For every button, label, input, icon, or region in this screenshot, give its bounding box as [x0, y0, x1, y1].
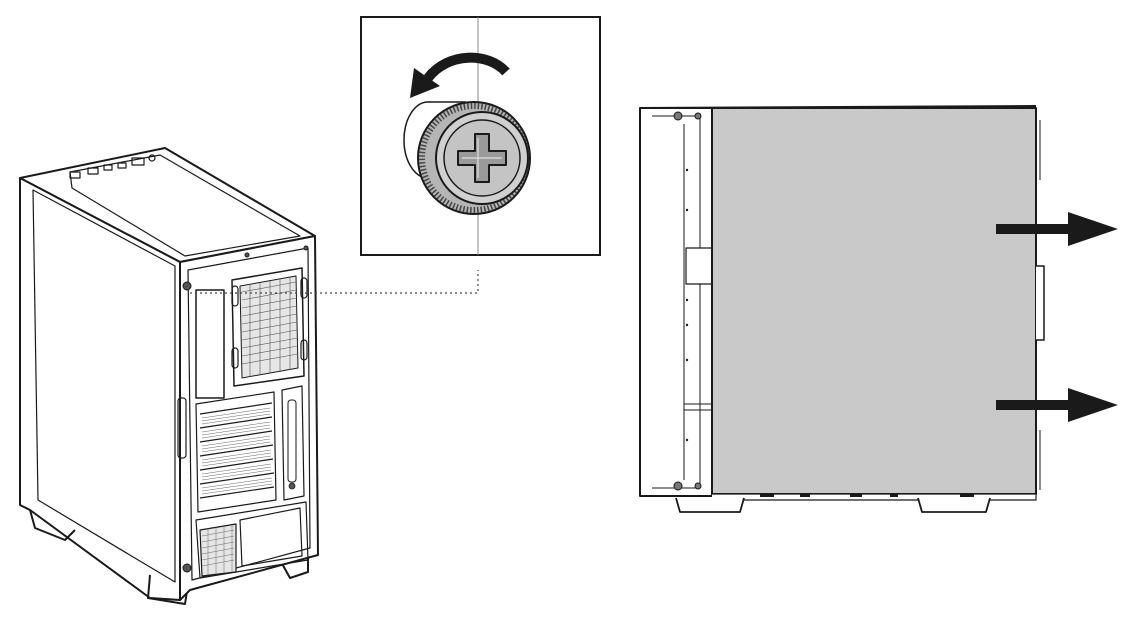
rear-thumbscrew-bottom — [182, 563, 192, 573]
side-panel — [711, 107, 1037, 495]
rear-foot-right — [279, 555, 309, 579]
front-foot — [29, 509, 76, 541]
top-io-ports — [69, 154, 156, 179]
thumbscrew-zoom-inset — [360, 16, 601, 256]
side-foot-rear — [917, 497, 991, 513]
rear-thumbscrew-top — [182, 281, 192, 291]
right-arrow-icon — [996, 388, 1118, 422]
io-shield — [195, 289, 225, 399]
counterclockwise-arrow-icon — [410, 52, 510, 98]
case-side-view — [639, 105, 1118, 513]
callout-leader-line — [190, 270, 479, 294]
case-front-frame — [639, 107, 713, 497]
side-foot-front — [675, 497, 745, 513]
thumbscrew — [417, 101, 531, 215]
case-rear-view — [19, 147, 319, 605]
right-arrow-icon — [996, 212, 1118, 246]
expansion-slots — [195, 391, 277, 513]
psu-bay — [195, 501, 309, 579]
